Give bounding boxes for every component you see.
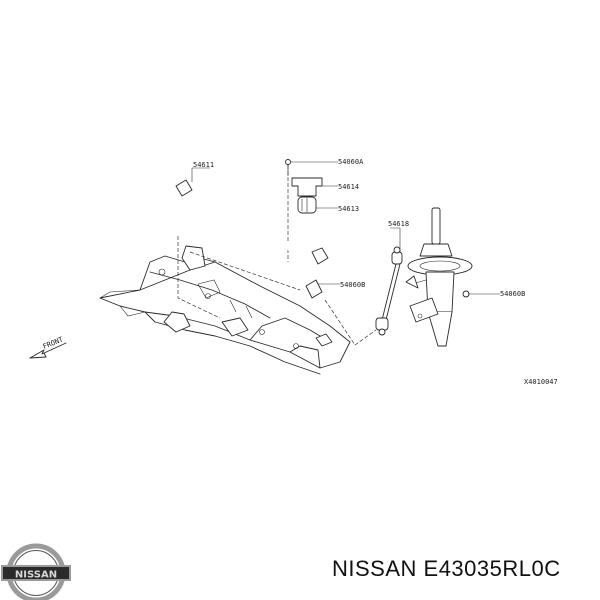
label-bushing: 54613 xyxy=(338,205,359,213)
strut-assembly xyxy=(405,207,473,347)
leader-lines xyxy=(191,161,500,295)
part-number-caption: NISSAN E43035RL0C xyxy=(332,556,561,581)
guide-line-1 xyxy=(177,236,221,319)
front-direction-arrow: FRONT xyxy=(29,335,67,359)
logo-wordmark: NISSAN xyxy=(15,570,57,581)
connecting-rod xyxy=(375,246,403,336)
stabilizer-clamp xyxy=(285,159,323,197)
label-stabilizer-bar: 54611 xyxy=(193,161,214,169)
drawing-code: X4010047 xyxy=(524,378,558,386)
stabilizer-bar xyxy=(77,163,329,301)
stabilizer-bushing xyxy=(297,196,317,214)
subframe xyxy=(99,245,351,375)
label-clamp-bolt: 54060A xyxy=(338,158,364,166)
guide-line-2 xyxy=(189,251,301,291)
label-connecting-rod: 54618 xyxy=(388,220,409,228)
nissan-logo: NISSAN xyxy=(1,543,71,600)
label-link-nut-lower: 54060B xyxy=(340,281,365,289)
guide-line-3 xyxy=(324,299,377,346)
label-clamp: 54614 xyxy=(338,183,359,191)
label-link-nut-upper: 54060B xyxy=(500,290,525,298)
